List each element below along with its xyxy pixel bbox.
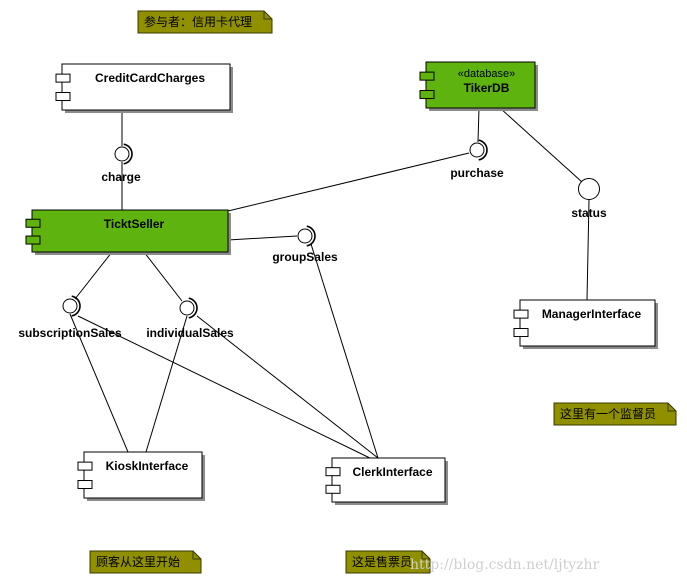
interface-purchase[interactable]: purchase	[450, 139, 504, 180]
note-customer: 顾客从这里开始	[89, 550, 202, 574]
note-fold	[263, 11, 272, 20]
component-name: TikerDB	[464, 81, 510, 95]
watermark-text: http://blog.csdn.net/ljtyzhr	[410, 557, 600, 573]
component-creditcard[interactable]: CreditCardCharges	[55, 63, 233, 113]
interface-charge[interactable]: charge	[101, 143, 141, 184]
lollipop-status	[578, 178, 600, 200]
ball-groupSales	[297, 228, 313, 244]
note-box	[553, 402, 677, 426]
note-text: 这里有一个监督员	[560, 406, 656, 421]
note-fold	[667, 403, 676, 412]
component-manager[interactable]: ManagerInterface	[513, 299, 658, 349]
connector-ticketseller-individualSales	[143, 251, 183, 302]
component-icon-tab-top	[77, 461, 93, 471]
socket-purchase	[478, 139, 488, 161]
component-icon-tab-bottom	[55, 92, 71, 102]
note-text: 顾客从这里开始	[96, 554, 180, 569]
connector-clerk-individualSales	[196, 315, 379, 459]
component-stereotype: «database»	[458, 68, 516, 80]
connector-ticketseller-subscriptionSales	[74, 251, 113, 300]
component-kiosk[interactable]: KioskInterface	[77, 451, 205, 501]
interface-label-status: status	[571, 206, 607, 220]
component-icon-tab-top	[419, 71, 435, 81]
component-name: ClerkInterface	[352, 465, 432, 479]
component-tikerdb[interactable]: «database»TikerDB	[419, 61, 538, 111]
component-icon-tab-bottom	[513, 328, 529, 338]
socket-charge	[123, 143, 133, 165]
note-fold	[421, 551, 430, 560]
component-icon-tab-bottom	[419, 90, 435, 100]
ball-purchase	[469, 142, 485, 158]
socket-individualSales	[188, 297, 198, 319]
component-box	[519, 299, 656, 347]
connector-clerk-groupSales	[310, 243, 379, 459]
note-fold	[192, 551, 201, 560]
components: CreditCardCharges «database»TikerDB TicktS…	[25, 61, 658, 505]
component-icon-tab-bottom	[325, 484, 341, 494]
note-box	[89, 550, 202, 574]
component-ticketseller[interactable]: TicktSeller	[25, 209, 231, 255]
component-icon-tab-top	[55, 73, 71, 83]
component-box	[83, 451, 203, 499]
interface-groupSales[interactable]: groupSales	[272, 225, 338, 264]
socket-groupSales	[306, 225, 316, 247]
component-clerk[interactable]: ClerkInterface	[325, 457, 448, 505]
note-box	[345, 550, 431, 574]
note-text: 参与者：信用卡代理	[144, 14, 252, 29]
component-icon-tab-top	[25, 218, 41, 228]
ball-subscriptionSales	[62, 298, 78, 314]
component-icon-tab-top	[325, 467, 341, 477]
component-name: TicktSeller	[104, 217, 165, 231]
interface-status[interactable]: status	[571, 178, 607, 221]
component-box	[331, 457, 446, 503]
component-name: CreditCardCharges	[95, 71, 205, 85]
interface-label-purchase: purchase	[450, 166, 504, 180]
component-box	[425, 61, 536, 109]
connections	[69, 107, 590, 461]
interface-label-groupSales: groupSales	[272, 250, 338, 264]
interface-label-subscriptionSales: subscriptionSales	[18, 326, 122, 340]
note-text: 这是售票员	[352, 554, 412, 569]
connector-kiosk-subscriptionSales	[69, 313, 129, 453]
socket-subscriptionSales	[71, 295, 81, 317]
interface-label-individualSales: individualSales	[146, 326, 234, 340]
interface-individualSales[interactable]: individualSales	[146, 297, 234, 340]
ball-individualSales	[179, 300, 195, 316]
component-icon-tab-top	[513, 309, 529, 319]
connector-clerk-subscriptionSales	[77, 315, 375, 461]
component-name: KioskInterface	[106, 459, 189, 473]
connector-ticketseller-purchase	[227, 152, 470, 212]
connector-tikerdb-purchase	[477, 107, 480, 143]
connector-tikerdb-status	[499, 107, 583, 183]
note-box	[137, 10, 273, 34]
component-box	[31, 209, 229, 253]
component-icon-tab-bottom	[77, 480, 93, 490]
component-name: ManagerInterface	[542, 307, 642, 321]
connector-manager-status	[586, 199, 590, 301]
note-supervisor: 这里有一个监督员	[553, 402, 677, 426]
connector-kiosk-individualSales	[145, 315, 188, 453]
interfaces: charge purchase status groupSales subscripti…	[18, 139, 607, 340]
component-box	[61, 63, 231, 111]
interface-subscriptionSales[interactable]: subscriptionSales	[18, 295, 122, 340]
note-participant: 参与者：信用卡代理	[137, 10, 273, 34]
note-clerk: 这是售票员	[345, 550, 431, 574]
connector-ticketseller-groupSales	[227, 235, 298, 241]
ball-charge	[114, 146, 130, 162]
component-icon-tab-bottom	[25, 235, 41, 245]
interface-label-charge: charge	[101, 170, 141, 184]
